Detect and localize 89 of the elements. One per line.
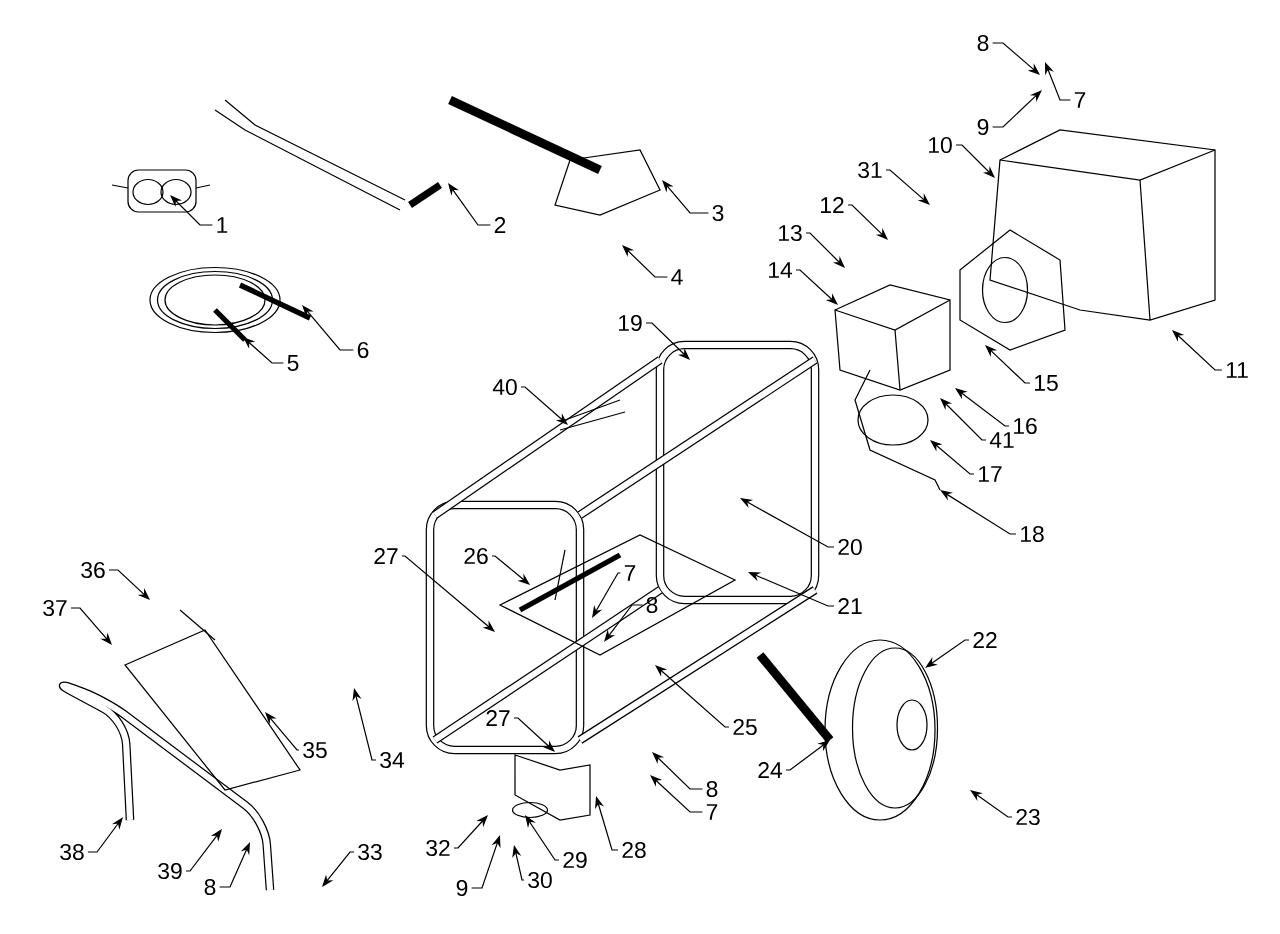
- leader-line: [322, 851, 355, 887]
- leader-line: [1172, 330, 1223, 371]
- callout-number: 26: [464, 547, 488, 565]
- callout-number: 13: [779, 224, 802, 242]
- leader-line: [401, 555, 495, 632]
- leader-line: [645, 322, 690, 360]
- callout-number: 15: [1035, 375, 1058, 391]
- callout-number: 8: [204, 878, 216, 896]
- callout-number: 40: [492, 378, 517, 396]
- callout-number: 35: [303, 741, 327, 759]
- leader-line: [847, 204, 888, 240]
- callout-number: 27: [486, 710, 510, 726]
- leader-line: [491, 555, 530, 585]
- callout-number: 36: [81, 561, 105, 579]
- callout-number: 5: [287, 355, 299, 371]
- leader-line: [302, 305, 354, 351]
- leader-line: [243, 337, 284, 364]
- leader-line: [662, 180, 710, 214]
- callout-number: 20: [838, 538, 862, 556]
- leader-line: [604, 604, 644, 642]
- leader-line: [785, 740, 830, 771]
- leader-line: [992, 90, 1042, 128]
- callout-number: 27: [374, 548, 398, 564]
- leader-line: [795, 269, 838, 305]
- leader-line: [622, 245, 668, 278]
- callout-number: 9: [456, 879, 468, 897]
- leader-line: [970, 790, 1013, 818]
- callout-number: 25: [733, 718, 757, 736]
- callout-number: 23: [1016, 808, 1040, 826]
- leader-line: [885, 169, 930, 205]
- callout-number: 7: [706, 804, 718, 820]
- callout-number: 7: [624, 565, 636, 581]
- leader-line: [448, 183, 491, 226]
- leader-line: [185, 829, 222, 872]
- callout-number: 4: [671, 269, 683, 285]
- callout-number: 9: [977, 118, 989, 136]
- leader-line: [513, 717, 555, 752]
- callout-number: 2: [494, 217, 506, 233]
- callout-number: 16: [1014, 417, 1037, 435]
- leader-line: [170, 195, 213, 226]
- leader-line: [650, 775, 704, 813]
- callout-number: 33: [358, 843, 382, 861]
- callout-number: 28: [622, 841, 646, 859]
- leader-line: [520, 386, 568, 425]
- leader-line: [925, 639, 970, 668]
- leader-line: [108, 569, 150, 600]
- callout-number: 6: [357, 341, 369, 359]
- leader-line: [955, 388, 1010, 427]
- leader-line: [985, 345, 1031, 384]
- callout-number: 17: [979, 466, 1002, 482]
- callout-number: 7: [1074, 92, 1086, 108]
- leader-line: [740, 498, 835, 548]
- callout-number: 32: [426, 839, 450, 857]
- leader-line: [453, 815, 488, 849]
- callout-number: 29: [563, 851, 587, 869]
- callout-number: 11: [1226, 362, 1248, 378]
- leader-line: [87, 817, 123, 853]
- callout-number: 10: [929, 136, 952, 154]
- callout-number: 14: [769, 262, 793, 278]
- callout-number: 1: [217, 217, 228, 233]
- callout-number: 8: [977, 34, 989, 52]
- callout-number: 21: [838, 598, 862, 614]
- callout-number: 12: [821, 197, 844, 213]
- leader-line: [592, 572, 622, 618]
- leader-line: [940, 490, 1017, 535]
- leader-line: [652, 752, 704, 790]
- leader-line: [940, 398, 987, 441]
- leader-line: [955, 144, 995, 178]
- callout-number: 19: [619, 314, 642, 332]
- callout-number: 8: [646, 596, 658, 614]
- callout-number: 31: [858, 161, 882, 179]
- callout-number: 37: [43, 599, 67, 617]
- callout-number: 8: [706, 780, 718, 798]
- callout-number: 3: [712, 204, 724, 222]
- callout-number: 34: [380, 751, 405, 769]
- leader-line: [70, 607, 112, 645]
- leader-line: [805, 232, 845, 268]
- callout-number: 38: [60, 843, 84, 861]
- leader-line: [930, 440, 975, 475]
- callout-number: 30: [528, 871, 552, 889]
- callout-number: 41: [989, 432, 1014, 448]
- callout-number: 24: [758, 762, 783, 778]
- callout-number: 18: [1021, 525, 1044, 543]
- callout-number: 39: [158, 862, 182, 880]
- leader-line: [655, 665, 730, 728]
- leader-line: [525, 815, 560, 861]
- leader-line: [265, 712, 300, 751]
- leader-line: [992, 42, 1040, 75]
- callout-number: 22: [973, 632, 997, 648]
